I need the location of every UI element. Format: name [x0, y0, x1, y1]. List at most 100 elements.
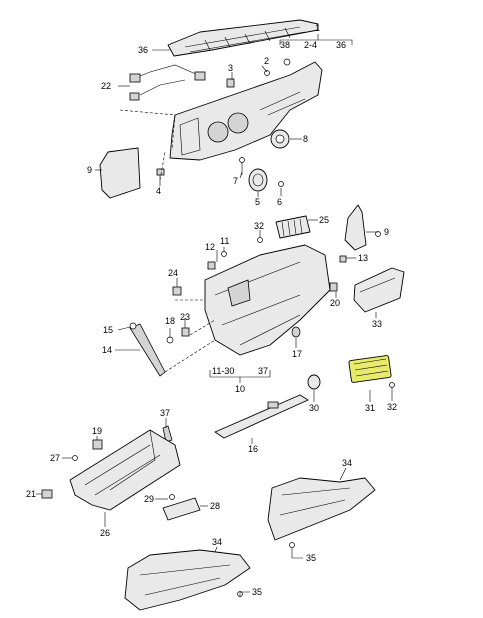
callout-38: 38 [280, 40, 290, 50]
harness-connector-2 [129, 92, 140, 101]
trim-lines [259, 91, 306, 116]
callout-8: 8 [303, 134, 308, 144]
part-3-clip [226, 78, 235, 88]
glovebox-carrier-assembly [129, 204, 405, 377]
callout-27: 27 [50, 453, 60, 463]
vent-nozzle-inner [252, 173, 264, 187]
callout-22: 22 [101, 81, 111, 91]
right-cover-contours [279, 487, 351, 516]
part-26-glovebox-lid [69, 429, 181, 511]
callout-10: 10 [235, 384, 245, 394]
vent-outline [179, 117, 201, 156]
part-23-switch [181, 327, 190, 337]
callout-24: 24 [168, 268, 178, 278]
callout-30: 30 [309, 403, 319, 413]
part-12-nut [207, 261, 216, 270]
callout-34-right: 34 [342, 458, 352, 468]
part-30-latch-knob [307, 374, 321, 390]
cover-screw [375, 231, 381, 237]
part-28-lock [162, 497, 201, 521]
latch-block [267, 401, 279, 409]
part-10-carrier-frame [204, 244, 331, 356]
callout-35-left: 35 [252, 587, 262, 597]
part-2-screw [264, 70, 270, 76]
callout-19: 19 [92, 426, 102, 436]
part-32-screw-2 [389, 382, 395, 388]
lower-covers [124, 477, 376, 611]
callout-31: 31 [365, 403, 375, 413]
left-cover-contours [139, 564, 231, 596]
callout-13: 13 [358, 253, 368, 263]
callout-32-bottom: 32 [387, 402, 397, 412]
part-32-screw [257, 237, 263, 243]
callout-2-4: 2-4 [304, 40, 317, 50]
leader-lines [36, 34, 393, 597]
callout-20: 20 [330, 298, 340, 308]
part-4-clip [156, 168, 165, 176]
ring-center [275, 134, 285, 144]
lid-contours [84, 429, 161, 496]
callout-11-30: 11-30 [212, 366, 234, 376]
part-35-screw-right [289, 542, 295, 548]
callout-12: 12 [205, 242, 215, 252]
callout-5: 5 [255, 197, 260, 207]
part-38-grommet [283, 58, 291, 66]
part-13-clip [339, 255, 347, 263]
part-27-screw [72, 455, 78, 461]
callout-9-left: 9 [87, 165, 92, 175]
glovebox-lid [41, 429, 201, 521]
callout-32-top: 32 [254, 221, 264, 231]
part-16-latch-rod [214, 394, 309, 439]
callout-33: 33 [372, 319, 382, 329]
tray-slats [281, 218, 303, 237]
callout-4: 4 [156, 186, 161, 196]
callout-26: 26 [100, 528, 110, 538]
part-37-pin [162, 425, 173, 443]
end-cap-edge [359, 277, 396, 293]
gauge-opening-1 [207, 121, 229, 143]
callout-1: 1 [315, 23, 320, 33]
part-6-screw [278, 181, 284, 187]
part-9-right-side-cover [344, 204, 367, 251]
callout-3: 3 [228, 63, 233, 73]
callout-36-left: 36 [138, 45, 148, 55]
assembly-dash-lines [119, 109, 176, 181]
part-9-left-side-cover [99, 147, 141, 199]
part-1-dashboard-upper [169, 61, 323, 161]
part-36-top-grille [167, 19, 319, 57]
part-11-screw [221, 251, 227, 257]
part-5-vent-nozzle [248, 168, 268, 192]
callout-37: 37 [160, 408, 170, 418]
harness-connector-1 [129, 73, 141, 83]
gauge-opening-2 [227, 112, 249, 134]
latch-and-filter-parts [162, 355, 395, 443]
part-34-left-lower-cover [124, 549, 251, 611]
part-25-tray [275, 215, 311, 239]
callout-36-right: 36 [336, 40, 346, 50]
part-18-bulb [166, 336, 174, 344]
callout-35-right: 35 [306, 553, 316, 563]
upper-trim-assembly [99, 19, 323, 199]
callout-16: 16 [248, 444, 258, 454]
part-19-hinge [92, 439, 103, 450]
callout-9-right: 9 [384, 227, 389, 237]
part-21-hinge-block [41, 489, 53, 499]
part-20-bracket [329, 282, 338, 292]
callout-14: 14 [102, 345, 112, 355]
callout-29: 29 [144, 494, 154, 504]
callout-11: 11 [220, 236, 229, 246]
carrier-bracket [227, 279, 251, 307]
part-7-screw-head [239, 157, 245, 163]
callout-25: 25 [319, 215, 329, 225]
part-29-screw [169, 494, 175, 500]
callout-37-group: 37 [258, 366, 268, 376]
callout-15: 15 [103, 325, 113, 335]
grille-ribs [184, 26, 306, 53]
part-22-wire-harness [134, 64, 199, 96]
callout-23: 23 [180, 312, 190, 322]
callout-2: 2 [264, 56, 269, 66]
callout-21: 21 [26, 489, 36, 499]
callout-6: 6 [277, 197, 282, 207]
